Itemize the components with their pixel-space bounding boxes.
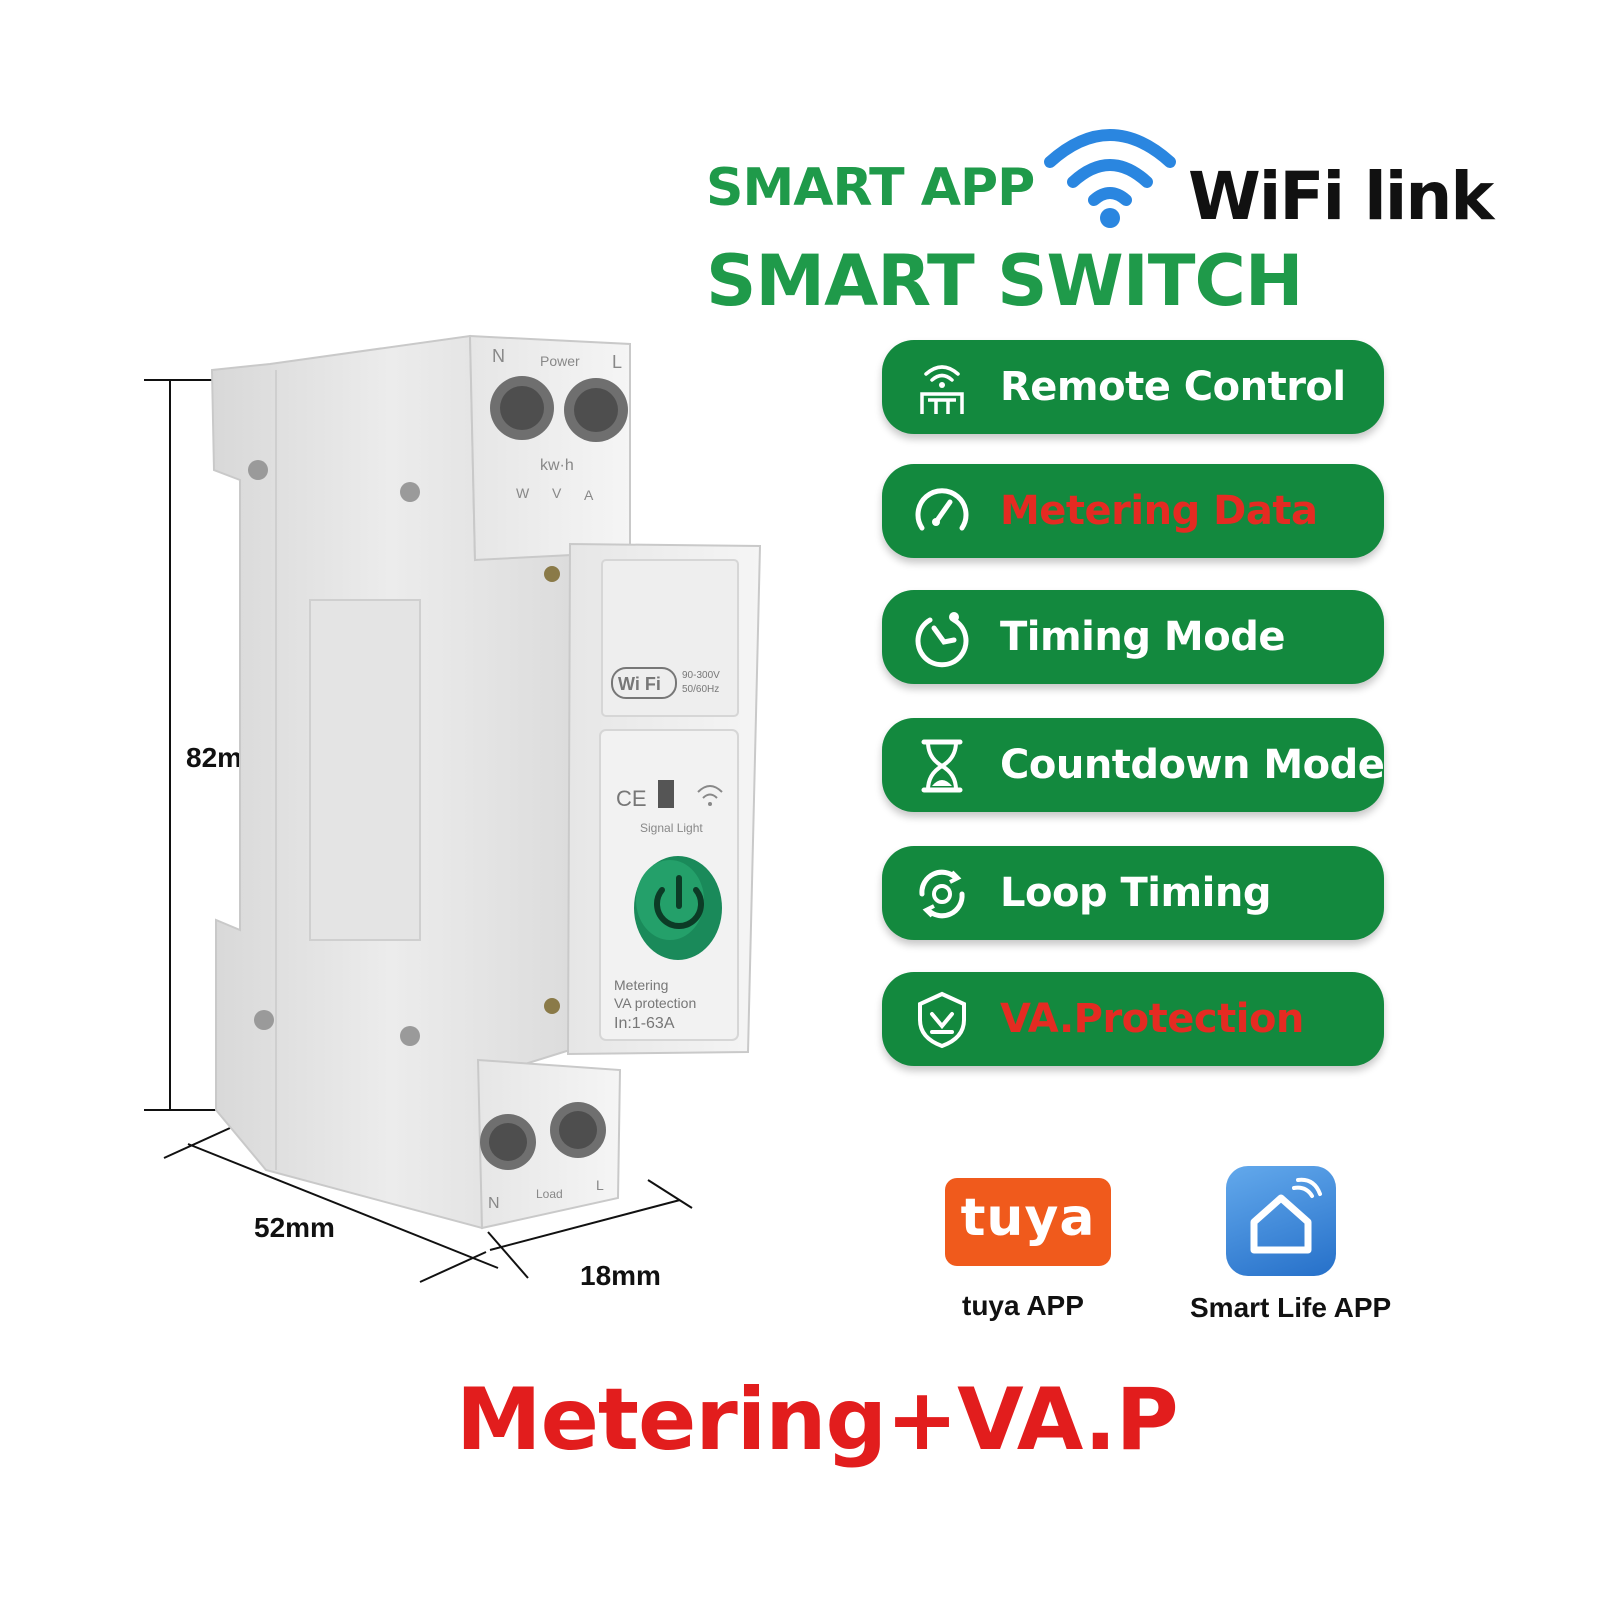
device-kwh-label: kw·h <box>540 457 574 474</box>
feature-countdown-mode: Countdown Mode <box>882 718 1385 812</box>
bottom-title: Metering+VA.P <box>456 1370 1179 1470</box>
device-load-label: Load <box>536 1187 563 1201</box>
width-dimension-label: 18mm <box>580 1260 661 1291</box>
tuya-logo: tuya <box>945 1178 1111 1266</box>
feature-loop-timing: Loop Timing <box>882 846 1384 940</box>
smart-life-app-label: Smart Life APP <box>1190 1292 1392 1323</box>
smart-switch-title: SMART SWITCH <box>706 240 1304 322</box>
device-voltage-spec: 90-300V <box>682 670 720 681</box>
device-signal-light-label: Signal Light <box>640 821 703 835</box>
wifi-icon <box>1044 129 1176 228</box>
device-power-label: Power <box>540 353 580 369</box>
tuya-app-label: tuya APP <box>962 1290 1084 1321</box>
loop-icon <box>919 869 965 919</box>
home-icon <box>1250 1177 1322 1254</box>
timer-icon <box>915 612 969 668</box>
smart-life-logo <box>1226 1166 1336 1276</box>
device-a-label: A <box>584 487 594 503</box>
tuya-logo-text: tuya <box>960 1188 1096 1248</box>
device-wifi-badge: Wi Fi <box>618 674 661 694</box>
feature-label: Timing Mode <box>1000 614 1285 660</box>
feature-label: Loop Timing <box>1000 870 1272 916</box>
device-bottom-n-label: N <box>488 1195 500 1212</box>
shield-icon <box>918 991 966 1049</box>
feature-va-protection: VA.Protection <box>882 972 1384 1066</box>
device-ce-mark: CE <box>616 786 647 811</box>
feature-label: Remote Control <box>1000 364 1346 410</box>
device-w-label: W <box>516 485 530 501</box>
feature-metering-data: Metering Data <box>882 464 1384 558</box>
device-top-l-label: L <box>612 352 622 372</box>
remote-control-icon <box>920 365 964 414</box>
feature-remote-control: Remote Control <box>882 340 1384 434</box>
hourglass-icon <box>921 739 963 793</box>
depth-dimension-label: 52mm <box>254 1212 335 1243</box>
wifi-link-heading: WiFi link <box>1188 158 1494 235</box>
gauge-icon <box>915 488 969 531</box>
device-bottom-l-label: L <box>596 1177 604 1193</box>
device-front-va-protection: VA protection <box>614 995 696 1011</box>
device-v-label: V <box>552 485 562 501</box>
device-top-n-label: N <box>492 346 505 366</box>
feature-label: VA.Protection <box>1000 996 1304 1042</box>
feature-label: Metering Data <box>1000 488 1318 534</box>
smart-app-heading: SMART APP <box>706 158 1035 218</box>
device-front-metering: Metering <box>614 977 668 993</box>
device-front-rating: In:1-63A <box>614 1015 675 1032</box>
dimension-lines <box>144 379 693 1283</box>
smart-breaker-device: N Power L kw·h W V A Wi Fi 90-300V 50/60… <box>210 334 762 1230</box>
device-frequency-spec: 50/60Hz <box>682 684 719 695</box>
feature-timing-mode: Timing Mode <box>882 590 1384 684</box>
feature-label: Countdown Mode <box>1000 742 1385 788</box>
